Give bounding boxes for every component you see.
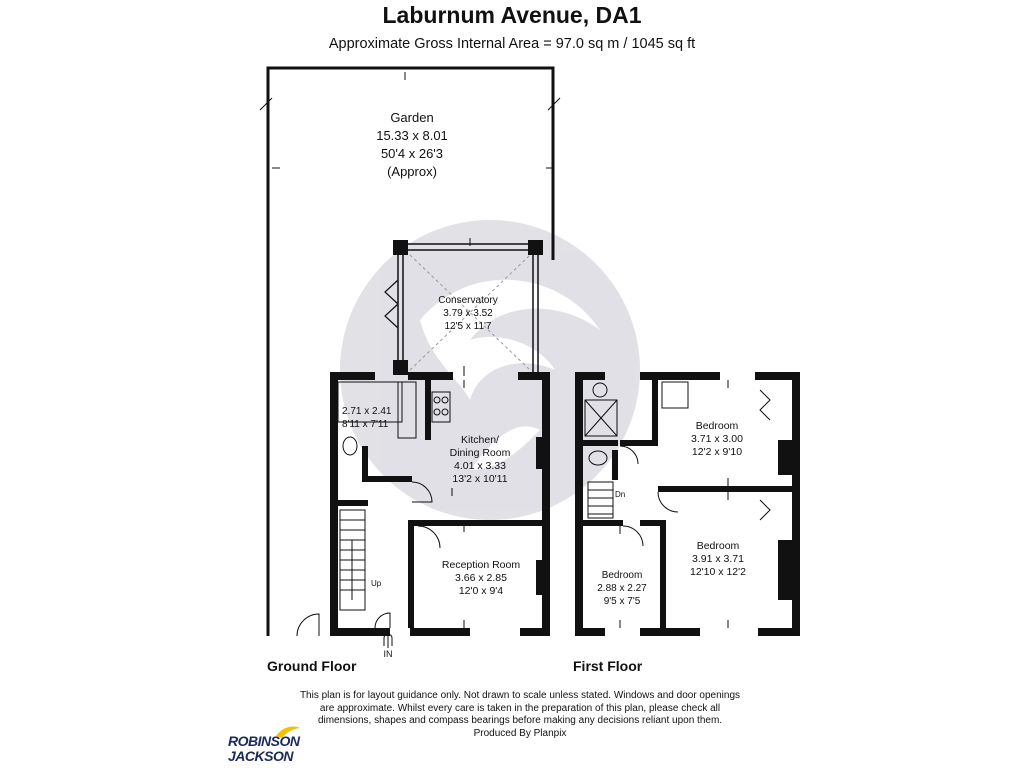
bedroom-rear-label: Bedroom 3.71 x 3.00 12'2 x 9'10	[691, 420, 743, 458]
kitchen-imperial: 13'2 x 10'11	[452, 473, 507, 485]
bedroom-small-label: Bedroom 2.88 x 2.27 9'5 x 7'5	[597, 570, 647, 607]
conservatory-label: Conservatory 3.79 x 3.52 12'5 x 11'7	[438, 295, 497, 332]
reception-label: Reception Room 3.66 x 2.85 12'0 x 9'4	[442, 559, 520, 597]
logo-line-1: ROBINSON	[228, 733, 300, 749]
utility-metric: 2.71 x 2.41	[342, 406, 392, 417]
plan-title: Laburnum Avenue, DA1	[382, 2, 642, 28]
stairs-down-label: Dn	[615, 490, 625, 499]
garden-label: Garden 15.33 x 8.01 50'4 x 26'3 (Approx)	[376, 110, 448, 179]
bedroom-rear-name: Bedroom	[696, 420, 739, 432]
garden-note: (Approx)	[387, 164, 437, 179]
logo-swoosh-icon	[276, 726, 300, 738]
ground-floor-label: Ground Floor	[267, 658, 357, 674]
entrance-label: IN	[384, 649, 393, 659]
gross-area: Approximate Gross Internal Area = 97.0 s…	[328, 36, 696, 52]
reception-name: Reception Room	[442, 559, 520, 571]
kitchen-name-2: Dining Room	[450, 447, 511, 459]
bedroom-small-imperial: 9'5 x 7'5	[604, 596, 641, 607]
ground-floor-walls	[330, 372, 550, 636]
utility-label: 2.71 x 2.41 8'11 x 7'11	[342, 406, 392, 430]
utility-imperial: 8'11 x 7'11	[342, 419, 389, 430]
garden-metric: 15.33 x 8.01	[376, 128, 448, 143]
disclaimer-line-1: This plan is for layout guidance only. N…	[299, 690, 741, 701]
logo-line-2: JACKSON	[228, 748, 293, 764]
conservatory-name: Conservatory	[438, 295, 497, 306]
kitchen-label: Kitchen/ Dining Room 4.01 x 3.33 13'2 x …	[450, 434, 511, 485]
garden-name: Garden	[390, 110, 433, 125]
ground-floor-fixtures	[296, 381, 451, 637]
kitchen-name-1: Kitchen/	[461, 434, 499, 446]
reception-metric: 3.66 x 2.85	[455, 572, 507, 584]
first-floor-fixtures	[584, 381, 771, 547]
bedroom-small-metric: 2.88 x 2.27	[597, 583, 647, 594]
garden-markers	[259, 72, 561, 169]
bedroom-small-name: Bedroom	[602, 570, 643, 581]
conservatory-structure	[384, 240, 543, 375]
entrance-arrow-icon	[383, 633, 393, 648]
bedroom-front-name: Bedroom	[697, 540, 740, 552]
agency-logo: ROBINSON JACKSON	[228, 726, 308, 766]
garden-boundary	[266, 66, 555, 636]
watermark	[340, 220, 640, 520]
stairs-up-label: Up	[371, 579, 382, 588]
bedroom-front-imperial: 12'10 x 12'2	[690, 566, 746, 578]
bedroom-rear-imperial: 12'2 x 9'10	[692, 446, 742, 458]
first-floor-dimension-markers	[619, 380, 729, 628]
conservatory-imperial: 12'5 x 11'7	[444, 321, 491, 332]
reception-imperial: 12'0 x 9'4	[459, 585, 503, 597]
first-floor-label: First Floor	[573, 658, 643, 674]
ground-floor-dimension-markers	[451, 238, 471, 628]
conservatory-metric: 3.79 x 3.52	[443, 308, 493, 319]
bedroom-front-metric: 3.91 x 3.71	[692, 553, 744, 565]
garden-imperial: 50'4 x 26'3	[381, 146, 443, 161]
first-floor-walls	[575, 372, 800, 636]
disclaimer-line-4: Produced By Planpix	[473, 727, 567, 739]
kitchen-metric: 4.01 x 3.33	[454, 460, 506, 472]
bedroom-front-label: Bedroom 3.91 x 3.71 12'10 x 12'2	[690, 540, 746, 578]
disclaimer: This plan is for layout guidance only. N…	[280, 690, 760, 740]
disclaimer-line-3: dimensions, shapes and compass bearings …	[317, 715, 723, 726]
disclaimer-line-2: are approximate. Whilst every care is ta…	[319, 702, 721, 714]
bedroom-rear-metric: 3.71 x 3.00	[691, 433, 743, 445]
